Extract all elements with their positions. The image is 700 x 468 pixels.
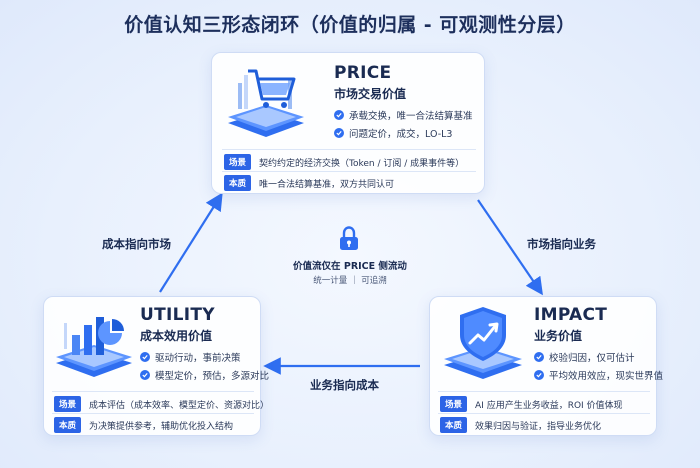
utility-subtitle: 成本效用价值: [140, 329, 213, 343]
price-divider-2: [222, 171, 476, 172]
scene-tag: 场景: [54, 396, 82, 412]
utility-row-essence: 本质 为决策提供参考，辅助优化投入结构: [54, 417, 233, 433]
utility-divider: [52, 391, 254, 392]
check-icon: [334, 110, 344, 120]
impact-row-scene: 场景 AI 应用产生业务收益，ROI 价值体现: [440, 396, 623, 412]
impact-card: IMPACT 业务价值 校验归因，仅可估计 平均效用效应，现实世界值 场景 AI…: [429, 296, 663, 436]
price-row-scene: 场景 契约约定的经济交换（Token / 订阅 / 成果事件等）: [224, 154, 464, 170]
impact-divider: [438, 391, 650, 392]
utility-row-scene: 场景 成本评估（成本效率、模型定价、资源对比）: [54, 396, 269, 412]
impact-row-essence: 本质 效果归因与验证，指导业务优化: [440, 417, 601, 433]
arrow-utility-to-price: [159, 192, 223, 293]
scene-tag: 场景: [440, 396, 468, 412]
price-bullet-2: 问题定价，成交，LO-L3: [334, 126, 452, 140]
essence-tag: 本质: [224, 175, 252, 191]
shield-trend-icon: [444, 307, 522, 379]
page-title: 价值认知三形态闭环（价值的归属 - 可观测性分层）: [124, 14, 576, 36]
price-divider: [222, 149, 476, 150]
analytics-chart-icon: [56, 317, 132, 377]
check-icon: [534, 370, 544, 380]
essence-tag: 本质: [440, 417, 468, 433]
edge-label-price-to-impact: 市场指向业务: [527, 237, 596, 251]
check-icon: [334, 128, 344, 138]
lock-icon: [340, 226, 358, 250]
impact-bullet-1: 校验归因，仅可估计: [534, 350, 635, 364]
utility-name: UTILITY: [140, 305, 215, 325]
edge-label-impact-to-utility: 业务指向成本: [310, 378, 379, 392]
price-card: PRICE 市场交易价值 承载交换，唯一合法结算基准 问题定价，成交，LO-L3…: [211, 52, 485, 194]
check-icon: [140, 352, 150, 362]
price-subtitle: 市场交易价值: [334, 87, 407, 101]
scene-tag: 场景: [224, 154, 252, 170]
arrow-price-to-impact: [477, 199, 543, 296]
utility-bullet-2: 模型定价，预估，多源对比: [140, 368, 269, 382]
impact-divider-2: [438, 413, 650, 414]
utility-bullet-1: 驱动行动，事前决策: [140, 350, 241, 364]
shopping-cart-icon: [228, 69, 304, 137]
impact-bullet-2: 平均效用效应，现实世界值: [534, 368, 663, 382]
utility-divider-2: [52, 413, 254, 414]
price-name: PRICE: [334, 63, 392, 83]
center-label: 价值流仅在 PRICE 侧流动: [293, 261, 407, 272]
price-bullet-1: 承载交换，唯一合法结算基准: [334, 108, 473, 122]
essence-tag: 本质: [54, 417, 82, 433]
utility-card: UTILITY 成本效用价值 驱动行动，事前决策 模型定价，预估，多源对比 场景…: [43, 296, 269, 436]
check-icon: [534, 352, 544, 362]
center-sub: 统一计量 ｜ 可追溯: [313, 276, 387, 286]
check-icon: [140, 370, 150, 380]
price-row-essence: 本质 唯一合法结算基准，双方共同认可: [224, 175, 394, 191]
impact-subtitle: 业务价值: [534, 329, 583, 343]
impact-name: IMPACT: [534, 305, 608, 325]
edge-label-utility-to-price: 成本指向市场: [102, 237, 171, 251]
